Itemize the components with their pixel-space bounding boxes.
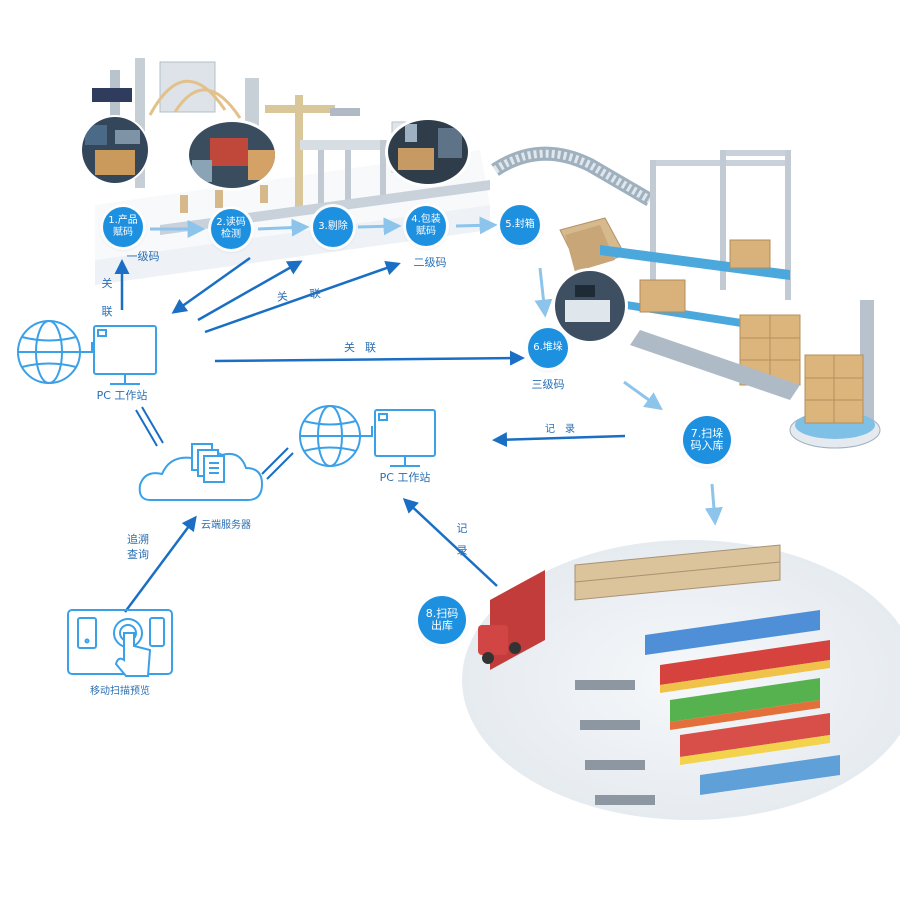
mobile-scan-icon <box>67 609 173 677</box>
step-8-badge: 8.扫码 出库 <box>418 596 466 644</box>
mobile-scan-label: 移动扫描预览 <box>90 684 150 697</box>
step-1-badge: 1.产品 赋码 <box>103 207 143 247</box>
inset-photo-reading <box>186 119 278 191</box>
relation-label-horizontal: 关联 <box>344 340 386 354</box>
level2-label: 二级码 <box>414 256 447 269</box>
level1-label: 一级码 <box>127 250 160 263</box>
step-5-badge: 5.封箱 <box>500 205 540 245</box>
step-4-badge: 4.包装 赋码 <box>406 206 446 246</box>
pc-workstation-2-icon <box>299 405 436 467</box>
step-6-badge: 6.堆垛 <box>528 328 568 368</box>
palletizing-illustration <box>491 146 881 449</box>
relation-label-left: 关 联 <box>101 277 113 318</box>
step-7-badge: 7.扫垛 码入库 <box>683 416 731 464</box>
step-2-badge: 2.读码 检测 <box>211 209 251 249</box>
warehouse-illustration <box>462 540 900 820</box>
step-3-badge: 3.剔除 <box>313 207 353 247</box>
record-label-right: 记录 <box>545 423 585 435</box>
pc-workstation-2-label: PC 工作站 <box>380 470 431 484</box>
text-layer: 一级码 二级码 三级码 关联 关联 记录 PC 工作站 PC 工作站 云端服务器… <box>90 250 585 697</box>
relation-label-diag: 关联 <box>276 284 343 304</box>
cloud-server-label: 云端服务器 <box>201 518 251 531</box>
flow-arrows <box>114 216 723 613</box>
inset-photo-sealing <box>552 268 628 344</box>
cloud-server-icon <box>138 443 264 501</box>
trace-query-label: 追溯 查询 <box>127 533 149 561</box>
inset-photo-coding <box>80 115 150 185</box>
pc-workstation-1-label: PC 工作站 <box>97 388 148 402</box>
level3-label: 三级码 <box>532 378 565 391</box>
pc-workstation-1-icon <box>17 320 157 385</box>
record-label-diag: 记 录 <box>456 522 468 557</box>
inset-photo-packing <box>385 117 471 187</box>
